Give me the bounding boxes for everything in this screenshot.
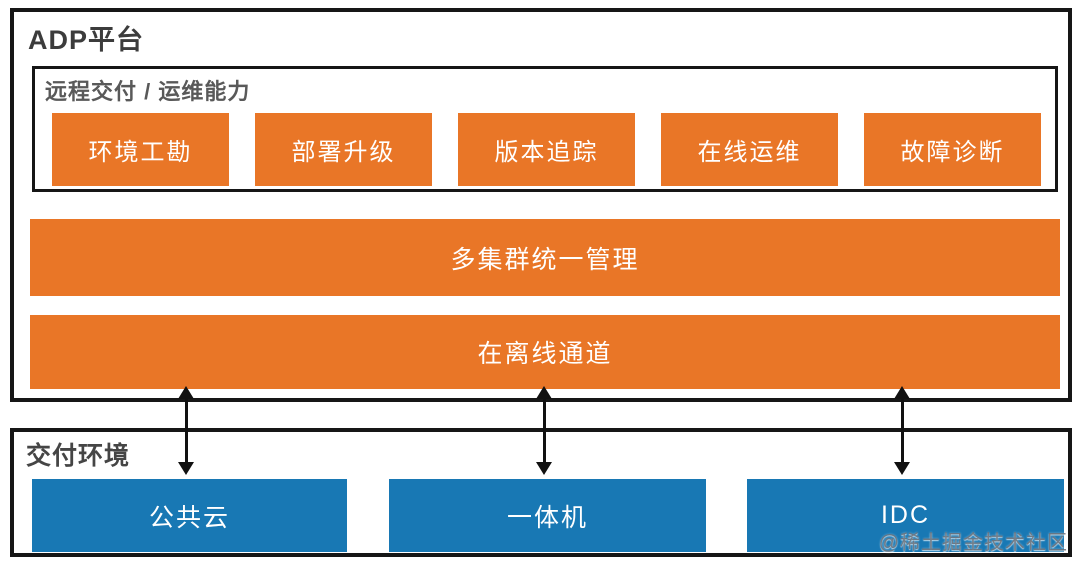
adp-platform-box: ADP平台 远程交付 / 运维能力 环境工勘 部署升级 版本追踪 在线运维 故障… xyxy=(10,8,1072,402)
arrow-down-head-icon xyxy=(536,462,552,475)
env-public-cloud: 公共云 xyxy=(32,479,347,552)
arrow-up-head-icon xyxy=(536,386,552,399)
arrow-up-head-icon xyxy=(178,386,194,399)
bar-online-offline-channel: 在离线通道 xyxy=(30,315,1060,389)
arrow-shaft xyxy=(900,399,904,462)
capabilities-row: 环境工勘 部署升级 版本追踪 在线运维 故障诊断 xyxy=(52,113,1041,186)
arrow-shaft xyxy=(184,399,188,462)
arrow-shaft xyxy=(542,399,546,462)
capability-deploy-upgrade: 部署升级 xyxy=(255,113,432,186)
capability-fault-diagnosis: 故障诊断 xyxy=(864,113,1041,186)
double-arrow-public-cloud xyxy=(178,386,194,475)
watermark: @稀土掘金技术社区 xyxy=(878,532,1068,554)
double-arrow-all-in-one xyxy=(536,386,552,475)
delivery-environment-title: 交付环境 xyxy=(26,442,131,470)
adp-platform-title: ADP平台 xyxy=(28,25,145,55)
capabilities-group-title: 远程交付 / 运维能力 xyxy=(45,79,251,104)
arrow-up-head-icon xyxy=(894,386,910,399)
env-idc: IDC xyxy=(747,479,1064,552)
env-all-in-one-machine: 一体机 xyxy=(389,479,706,552)
capability-env-survey: 环境工勘 xyxy=(52,113,229,186)
arrow-down-head-icon xyxy=(178,462,194,475)
arrow-down-head-icon xyxy=(894,462,910,475)
delivery-environment-box: 交付环境 公共云 一体机 IDC xyxy=(10,428,1072,557)
capability-version-tracking: 版本追踪 xyxy=(458,113,635,186)
bar-multicluster-management: 多集群统一管理 xyxy=(30,219,1060,296)
capability-online-ops: 在线运维 xyxy=(661,113,838,186)
double-arrow-idc xyxy=(894,386,910,475)
capabilities-group-box: 远程交付 / 运维能力 环境工勘 部署升级 版本追踪 在线运维 故障诊断 xyxy=(32,66,1058,192)
